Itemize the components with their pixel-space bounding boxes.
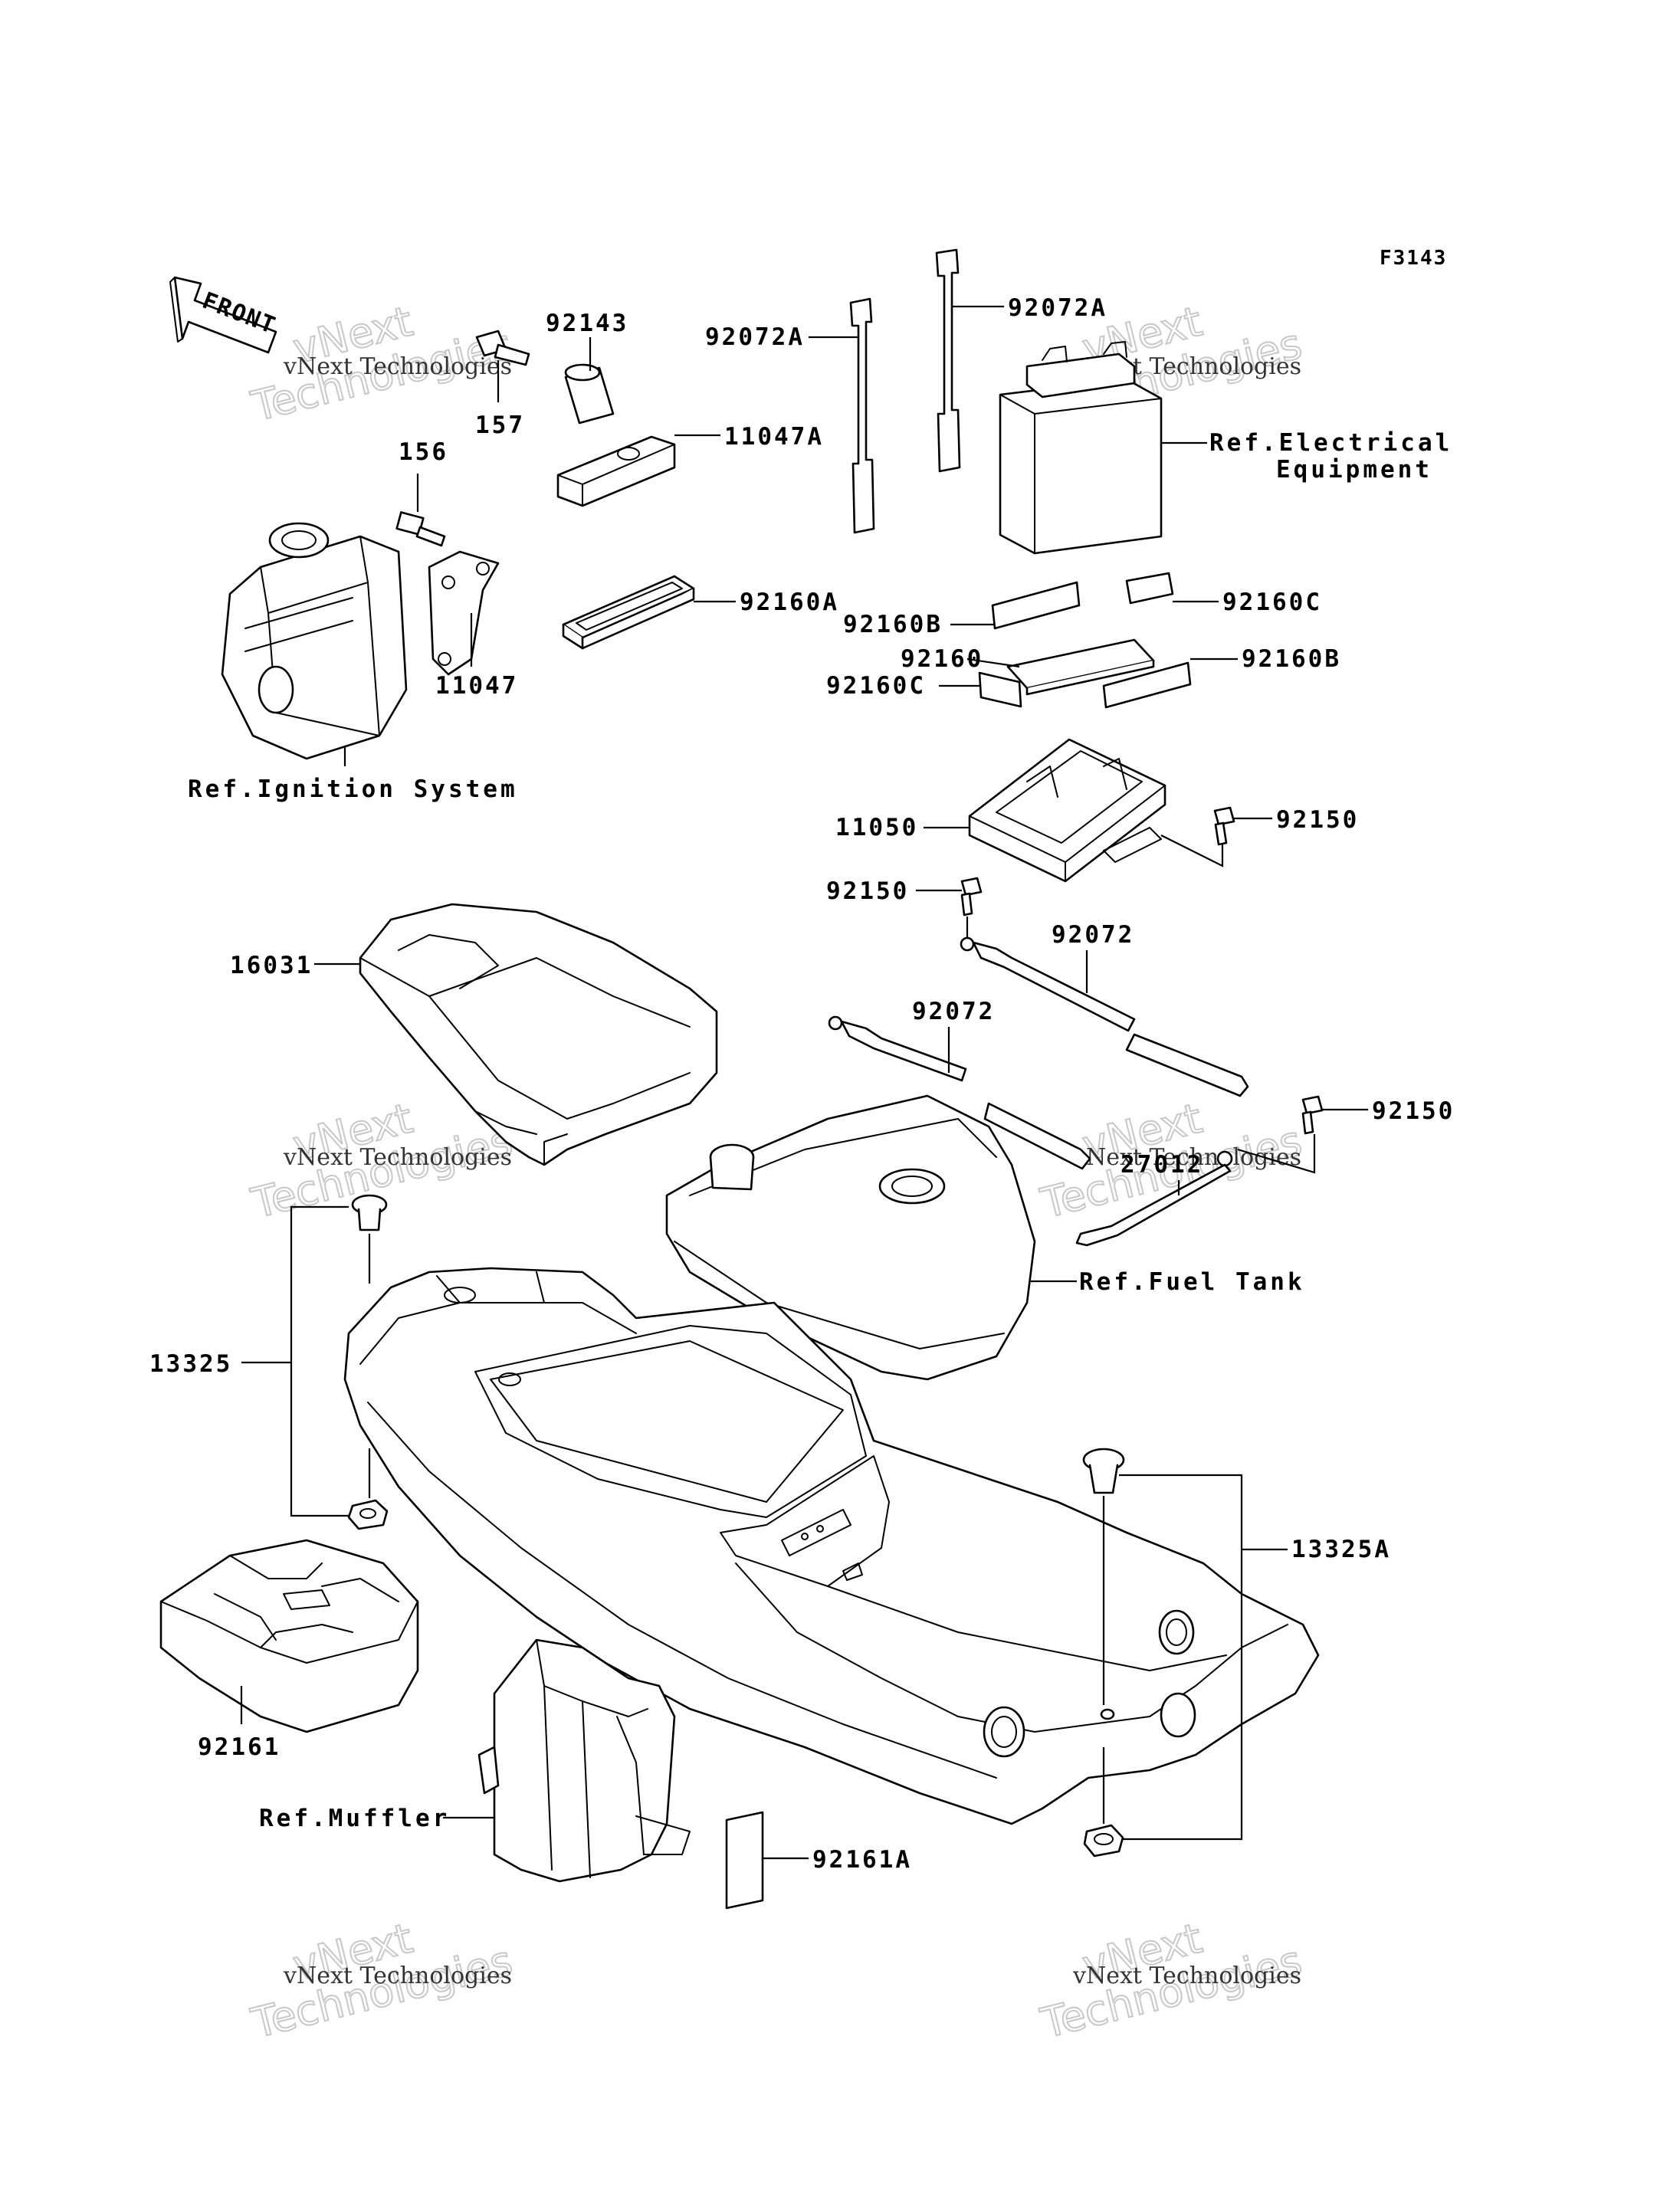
callout-13325: 13325 <box>149 1350 232 1378</box>
front-arrow-icon: FRONT <box>169 276 280 354</box>
pad-92160C-top <box>1125 572 1174 605</box>
ignition-box <box>221 522 408 760</box>
callout-11047A: 11047A <box>724 423 824 451</box>
block-11047A <box>556 435 676 507</box>
callout-92161A: 92161A <box>812 1846 912 1874</box>
bolt-156 <box>395 511 446 547</box>
strap-92072-b <box>828 1015 1091 1170</box>
svg-text:vNext Technologies: vNext Technologies <box>1072 1963 1301 1989</box>
bolt-92150-b <box>960 877 983 917</box>
callout-156: 156 <box>399 438 448 466</box>
ref-electrical-line2: Equipment <box>1276 456 1432 484</box>
hull <box>343 1267 1320 1825</box>
nut-13325A <box>1083 1824 1124 1858</box>
callout-157: 157 <box>475 412 525 439</box>
callout-92072-a: 92072 <box>1052 921 1134 949</box>
ref-muffler: Ref.Muffler <box>259 1805 450 1832</box>
callout-11050: 11050 <box>835 814 918 841</box>
bolt-92150-a <box>1213 806 1235 846</box>
strap-92072-a <box>960 936 1249 1097</box>
pad-92160C-bottom <box>978 671 1022 708</box>
svg-text:vNext Technologies: vNext Technologies <box>283 353 512 380</box>
svg-text:vNext Technologies: vNext Technologies <box>283 1144 512 1171</box>
callout-92160C-top: 92160C <box>1222 589 1322 616</box>
callout-16031: 16031 <box>230 952 313 979</box>
callout-27012: 27012 <box>1121 1151 1203 1179</box>
bracket-11047 <box>428 550 500 676</box>
callout-92161: 92161 <box>198 1733 281 1761</box>
pad-92160A <box>562 575 695 650</box>
callout-92072-b: 92072 <box>912 998 995 1025</box>
callout-92160A: 92160A <box>740 589 839 616</box>
callout-92160B-bottom: 92160B <box>1242 645 1341 673</box>
nut-13325 <box>347 1499 389 1530</box>
plug-13325A <box>1082 1448 1125 1494</box>
strap-92072A-right <box>935 248 961 473</box>
callout-92160C-bottom: 92160C <box>826 672 926 700</box>
figure-code: F3143 <box>1380 247 1447 270</box>
callout-92150-a: 92150 <box>1276 806 1359 834</box>
strap-92072A-left <box>849 297 875 534</box>
collar-92143 <box>564 363 615 425</box>
bolt-92150-c <box>1301 1095 1324 1135</box>
callout-13325A: 13325A <box>1291 1536 1391 1563</box>
pad-92160B-top <box>991 581 1081 630</box>
tray-11050 <box>968 738 1166 883</box>
pad-92160 <box>1006 638 1155 696</box>
muffler <box>477 1638 691 1883</box>
strap-27012 <box>1075 1150 1233 1247</box>
callout-92150-c: 92150 <box>1372 1097 1455 1125</box>
label-92161A <box>725 1811 764 1910</box>
callout-92072A-right: 92072A <box>1008 294 1107 322</box>
callout-92143: 92143 <box>546 310 628 337</box>
ref-electrical-line1: Ref.Electrical <box>1209 429 1452 457</box>
callout-11047: 11047 <box>435 672 518 700</box>
callout-92150-b: 92150 <box>826 877 909 905</box>
cover-16031 <box>359 903 718 1166</box>
callout-92160: 92160 <box>901 645 983 673</box>
bolt-157 <box>475 330 530 366</box>
callout-92072A-left: 92072A <box>705 323 805 351</box>
battery <box>999 341 1163 555</box>
svg-text:vNext Technologies: vNext Technologies <box>283 1963 512 1989</box>
ref-ignition-system: Ref.Ignition System <box>188 776 518 803</box>
plug-13325 <box>351 1194 388 1231</box>
ref-fuel-tank: Ref.Fuel Tank <box>1079 1268 1305 1296</box>
pad-92160B-bottom <box>1102 661 1192 709</box>
pad-92161 <box>159 1539 419 1733</box>
callout-92160B-top: 92160B <box>843 611 943 638</box>
